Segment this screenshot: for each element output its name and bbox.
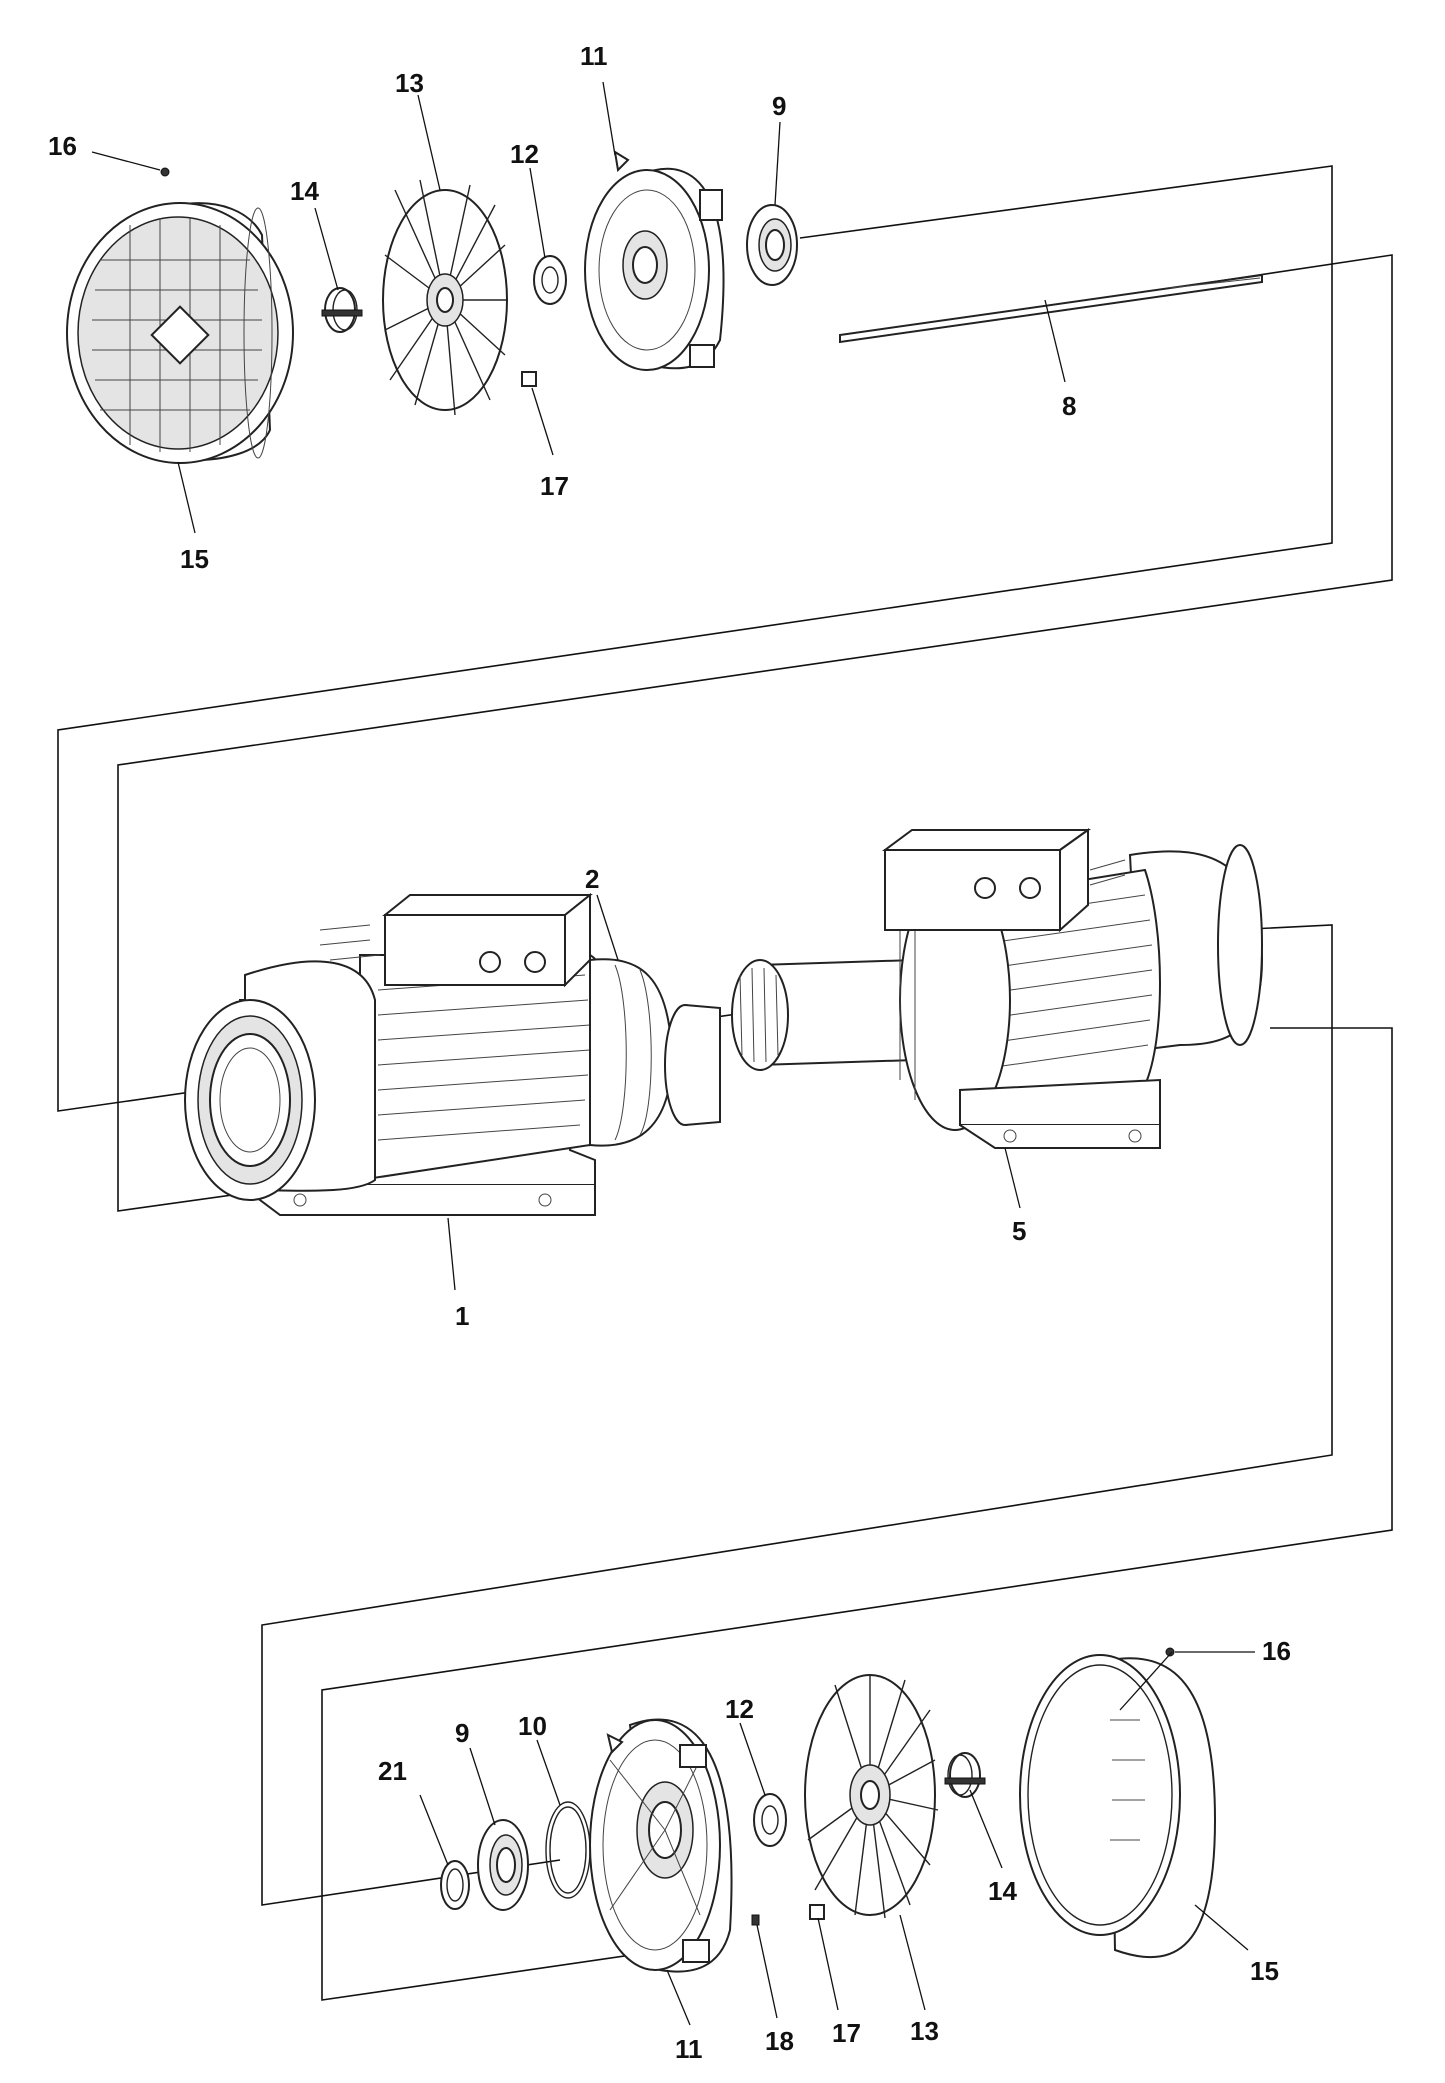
callout-top-13: 13 [395,68,424,98]
middle-leaders [447,894,1021,1291]
bottom-end-shield-11 [589,1718,733,1973]
motor-body-5 [881,828,1264,1149]
top-leaders [91,81,1066,534]
bottom-nut-17 [809,1904,825,1920]
top-tie-rod-8 [839,273,1263,344]
callout-top-12: 12 [510,139,539,169]
callout-top-11: 11 [580,41,608,71]
bottom-seal-12 [753,1793,787,1847]
bottom-screw-16 [1165,1647,1175,1657]
callout-bottom-16: 16 [1262,1636,1291,1666]
callout-top-8: 8 [1062,391,1076,421]
top-fan-clamp-14 [321,287,363,333]
top-fan-13 [382,179,508,416]
callout-bottom-15: 15 [1250,1956,1279,1986]
coupling-sleeve-2 [589,958,721,1147]
bottom-ring-21 [440,1860,470,1910]
callout-bottom-14: 14 [988,1876,1017,1906]
bottom-screw-18 [751,1914,760,1926]
callout-middle-5: 5 [1012,1216,1026,1246]
callout-top-9: 9 [772,91,786,121]
callout-bottom-21: 21 [378,1756,407,1786]
top-end-shield-11 [584,149,725,371]
bottom-bearing-9 [477,1819,529,1911]
top-fan-cover [66,202,294,464]
callout-top-17: 17 [540,471,569,501]
callout-bottom-12: 12 [725,1694,754,1724]
callout-top-14: 14 [290,176,319,206]
callout-bottom-18: 18 [765,2026,794,2056]
bottom-circlip-10 [545,1801,591,1899]
callout-middle-2: 2 [585,864,599,894]
assembly-guide-lines [57,165,1393,2001]
bottom-fan-clamp-14 [944,1752,986,1798]
callout-bottom-9: 9 [455,1718,469,1748]
bottom-fan-13 [804,1674,939,1919]
callout-top-15: 15 [180,544,209,574]
callout-bottom-17: 17 [832,2018,861,2048]
motor-body-1 [184,892,618,1216]
top-screw-16 [160,167,170,177]
top-nut-17 [521,371,537,387]
callout-bottom-11: 11 [675,2034,703,2064]
bottom-fan-cover-15 [1019,1654,1217,1959]
top-seal-12 [533,255,567,305]
callout-bottom-13: 13 [910,2016,939,2046]
callout-bottom-10: 10 [518,1711,547,1741]
top-bearing-9 [746,204,798,286]
callout-top-16: 16 [48,131,77,161]
callout-middle-1: 1 [455,1301,469,1331]
bottom-leaders [419,1651,1255,2026]
